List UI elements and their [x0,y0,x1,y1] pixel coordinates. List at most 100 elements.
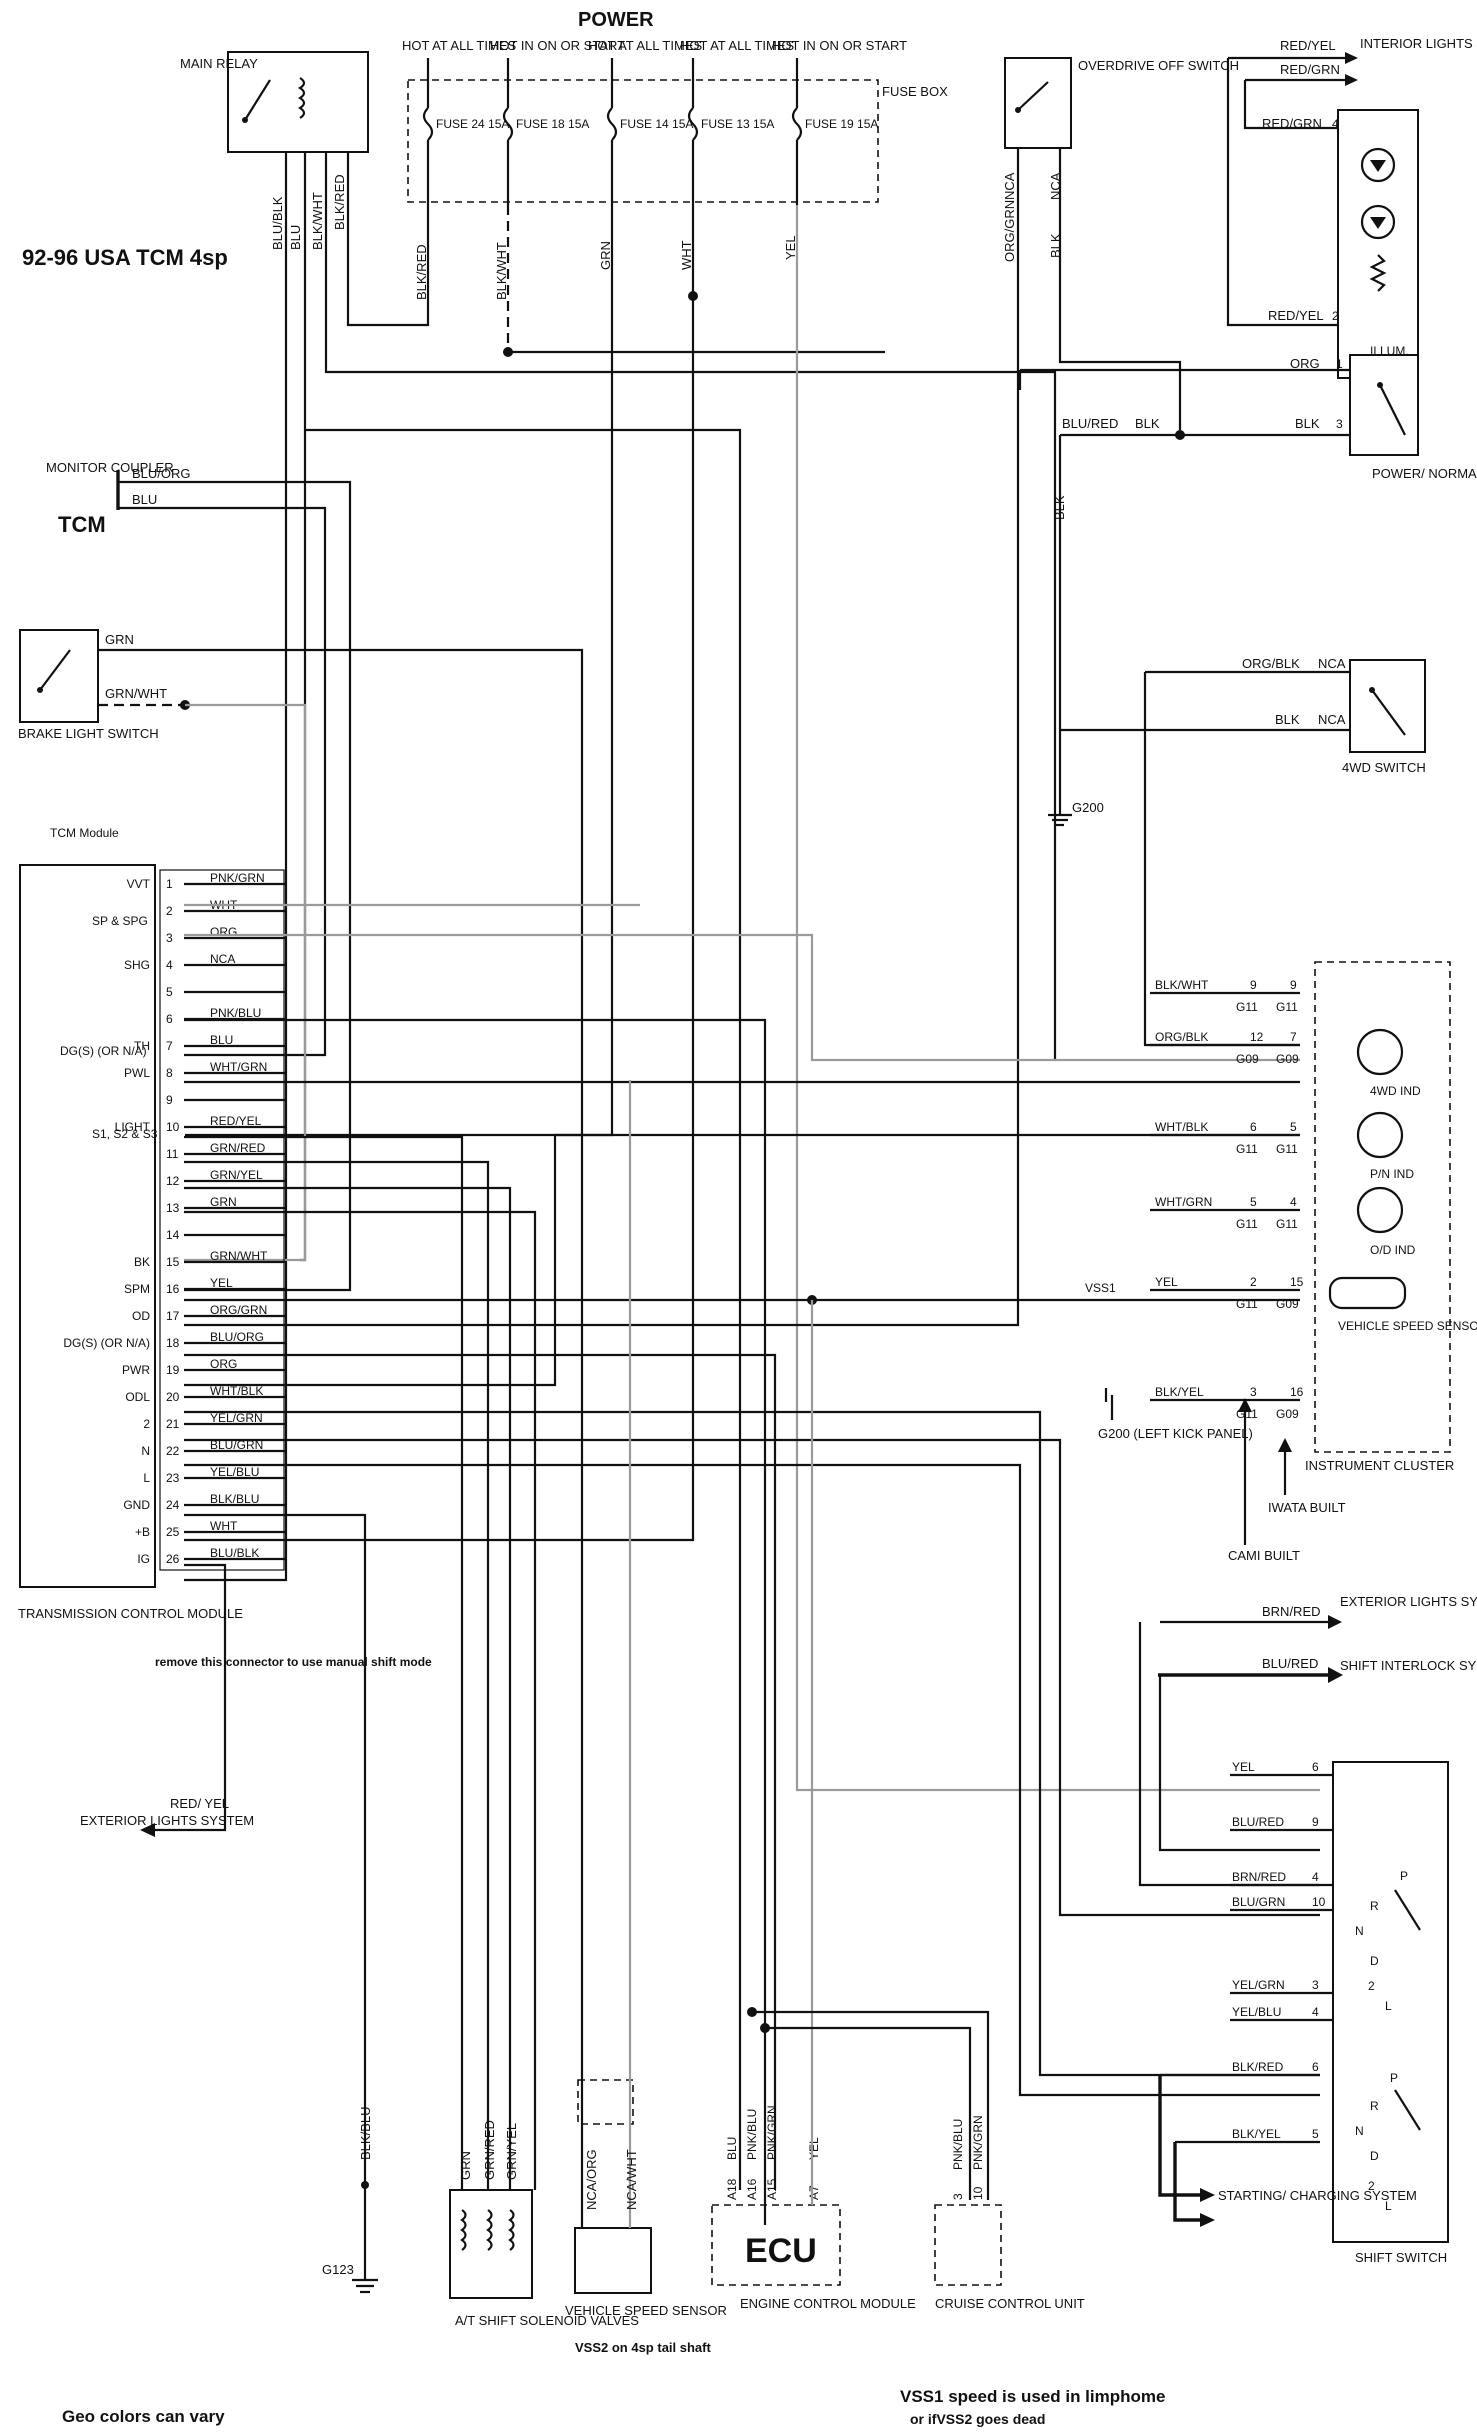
fuse-wire-blk-wht: BLK/WHT [494,242,509,300]
hot-labels: HOT AT ALL TIMES HOT IN ON OR START HOT … [402,38,907,53]
ic-row-wire: WHT/BLK [1155,1120,1208,1134]
tcm-pin-num: 4 [166,958,173,972]
instrument-cluster-box [1314,961,1451,1453]
tcm-pin-label: SHG [124,958,150,972]
wire-relay-blu-ecu [305,428,742,2190]
ic-row-pin-a: 5 [1250,1195,1257,1209]
tcm-module-footer: TRANSMISSION CONTROL MODULE [18,1606,243,1621]
tcm-pin-num: 10 [166,1120,180,1134]
ic-4wd-ind-label: 4WD IND [1370,1084,1421,1098]
fuse-24: FUSE 24 15A [422,58,509,205]
ic-pn-ind: P/N IND [1356,1111,1414,1181]
ss-row-wire: BRN/RED [1232,1870,1286,1884]
ic-row-pin-a: 3 [1250,1385,1257,1399]
ic-row-pin-b: 4 [1290,1195,1297,1209]
ic-od-ind-label: O/D IND [1370,1243,1416,1257]
wire-pin19-org [184,1353,777,2190]
shift-switch-label: SHIFT SWITCH [1355,2250,1447,2265]
pm-wire-org: ORG [1290,356,1320,371]
shift-interlock: BLU/RED SHIFT INTERLOCK SYSTEM [1158,1656,1477,1683]
wire-brake-grn [98,648,584,1080]
tcm-pin-num: 24 [166,1498,180,1512]
fuse-wire-yel: YEL [783,235,798,260]
cruise-wire-pnk-grn: PNK/GRN [971,2115,985,2170]
wire-pin13-grn [184,1210,537,2190]
tcm-pin-num: 15 [166,1255,180,1269]
vss2-label: VEHICLE SPEED SENSOR [565,2303,727,2318]
cruise-control: CRUISE CONTROL UNIT 3 10 PNK/BLU PNK/GRN [934,2115,1085,2311]
shift-interlock-wire: BLU/RED [1262,1656,1318,1671]
brake-wire-grn: GRN [105,632,134,647]
tcm-connector-box [159,869,285,1571]
starting-charging-label: STARTING/ CHARGING SYSTEM [1218,2188,1417,2203]
overdrive-off-switch: OVERDRIVE OFF SWITCH [1004,57,1239,149]
pm-wire-blk: BLK [1135,416,1160,431]
tcm-group-sp: SP & SPG [92,914,148,928]
ecu: ECU ENGINE CONTROL MODULE A18 A16 A15 A7… [711,2105,916,2311]
brake-light-switch-label: BRAKE LIGHT SWITCH [18,726,159,741]
exterior-lights-left-label: EXTERIOR LIGHTS SYSTEM [80,1813,254,1828]
main-relay-label: MAIN RELAY [180,56,258,71]
tcm-pin-label: TH [134,1039,150,1053]
tcm-pin-wire: GRN/YEL [210,1168,263,1182]
ss-row-pin: 6 [1312,2060,1319,2074]
ss-pos-upper: L [1385,1999,1392,2013]
tcm-pin-label: SPM [124,1282,150,1296]
ic-row-conn-a: G11 [1236,1142,1258,1156]
fuse-18-label: FUSE 18 15A [516,117,589,131]
ic-row-conn-a: G11 [1236,1217,1258,1231]
fuse-24-label: FUSE 24 15A [436,117,509,131]
instrument-cluster-label: INSTRUMENT CLUSTER [1305,1458,1454,1473]
tcm-pin-num: 5 [166,985,173,999]
tcm-pin-num: 17 [166,1309,180,1323]
tcm-pin-label: BK [134,1255,150,1269]
footer-right-2: or ifVSS2 goes dead [910,2411,1045,2427]
tcm-group-dg: DG(S) (OR N/A) [60,1044,147,1058]
tcm-pin-num: 16 [166,1282,180,1296]
main-relay-wire-4: BLK/RED [332,174,347,230]
tcm-pin-num: 18 [166,1336,180,1350]
tcm-pin-num: 26 [166,1552,180,1566]
solenoid-valves: GRN GRN/RED GRN/YEL A/T SHIFT SOLENOID V… [449,2120,639,2328]
cruise-label: CRUISE CONTROL UNIT [935,2296,1085,2311]
ic-row-conn-b: G11 [1276,1142,1298,1156]
four-wd-switch-label: 4WD SWITCH [1342,760,1426,775]
tcm-pin-label: L [143,1471,150,1485]
fuse-box-outline [407,79,879,203]
solenoid-label: A/T SHIFT SOLENOID VALVES [455,2313,639,2328]
ecu-pin-a16: A16 [745,2178,759,2200]
tcm-pin-num: 19 [166,1363,180,1377]
tcm-pin-wire: BLU [210,1033,233,1047]
tcm-pin-label: IG [137,1552,150,1566]
4wd-wire-org-blk: ORG/BLK [1242,656,1300,671]
tcm-pin-num: 2 [166,904,173,918]
tcm-pin-num: 11 [166,1147,179,1161]
g200-top-label: G200 [1072,800,1104,815]
tcm-pin-num: 21 [166,1417,180,1431]
fuse-14-label: FUSE 14 15A [620,117,693,131]
ic-row-wire: WHT/GRN [1155,1195,1212,1209]
ss-pos-lower: L [1385,2199,1392,2213]
ecu-wire-yel: YEL [807,2137,821,2160]
monitor-coupler-label: MONITOR COUPLER [46,460,174,475]
tcm-pin-num: 23 [166,1471,180,1485]
tcm-pin-label: VVT [127,877,151,891]
ic-row-conn-b: G09 [1276,1297,1299,1311]
ss-pos-lower: P [1390,2071,1398,2085]
ic-row-pin-a: 6 [1250,1120,1257,1134]
fuses: FUSE 24 15A FUSE 18 15A FUSE 14 15A FUSE… [422,58,878,205]
wire-pin26-blu-blk [184,1563,227,1600]
ic-od-ind: O/D IND [1356,1186,1416,1257]
footer-right: VSS1 speed is used in limphome [900,2387,1165,2406]
tcm-pin-wire: WHT [210,1519,238,1533]
ic-4wd-ind: 4WD IND [1356,1028,1421,1098]
ic-row-conn-a: G11 [1236,1000,1258,1014]
ss-row-pin: 6 [1312,1760,1319,1774]
cruise-wire-pnk-blu: PNK/BLU [951,2119,965,2170]
tcm-pin-label: N [141,1444,150,1458]
ss-row-wire: BLU/RED [1232,1815,1284,1829]
